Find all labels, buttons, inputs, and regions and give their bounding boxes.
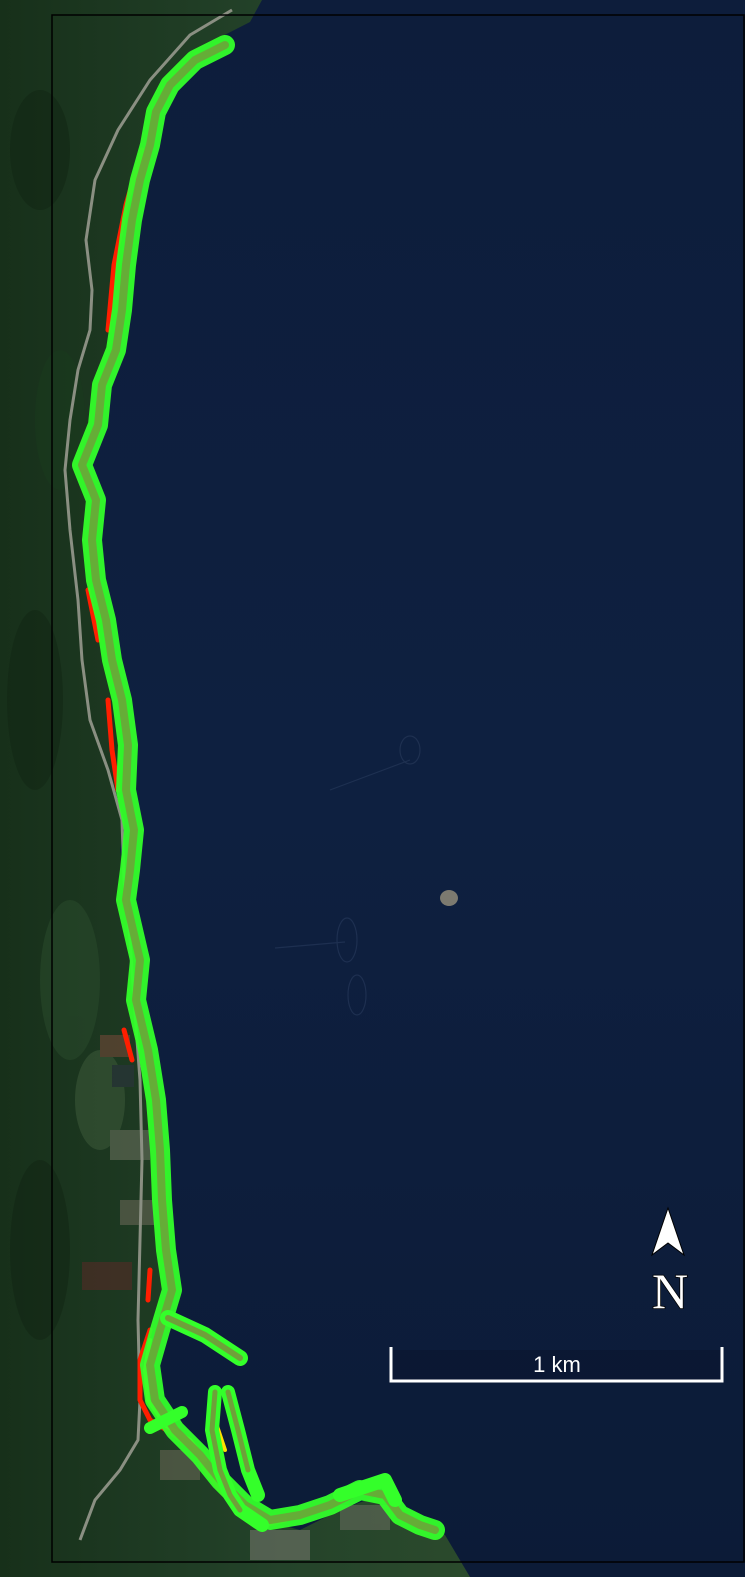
coastal-road: [63, 8, 233, 1541]
land: [0, 0, 470, 1577]
north-arrow: N: [651, 1206, 689, 1320]
map-frame: [51, 14, 745, 1563]
sea-lines: [274, 735, 421, 1016]
scale-bar-background: [391, 1350, 722, 1380]
land-texture: [7, 90, 390, 1560]
coastline-band: [72, 35, 445, 1540]
north-label: N: [652, 1263, 688, 1319]
scale-bar-label: 1 km: [533, 1352, 581, 1377]
scale-bar: 1 km: [389, 1347, 724, 1383]
island: [440, 890, 458, 906]
north-arrow-icon: [651, 1206, 685, 1257]
scale-bar-line: [389, 1347, 724, 1383]
